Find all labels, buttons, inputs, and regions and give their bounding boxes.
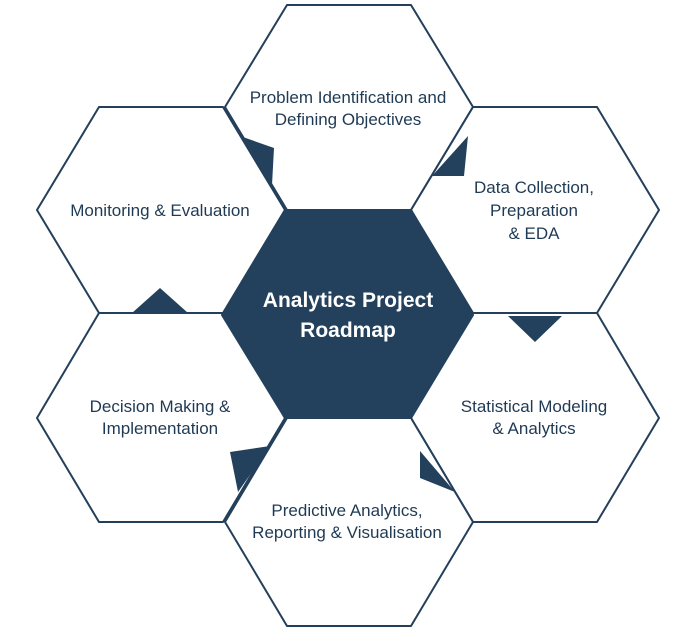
connector-notch-top-right bbox=[432, 136, 468, 176]
step-upper-left-label: Monitoring & Evaluation bbox=[70, 201, 250, 220]
hex-center bbox=[220, 209, 475, 419]
step-upper-right-label-line2: Preparation bbox=[490, 201, 578, 220]
connector-notch-bottom-right bbox=[420, 451, 455, 492]
step-lower-left-label-line1: Decision Making & bbox=[90, 397, 231, 416]
step-top-label-line1: Problem Identification and bbox=[250, 88, 447, 107]
step-lower-right-label-line1: Statistical Modeling bbox=[461, 397, 607, 416]
step-top-label-line2: Defining Objectives bbox=[275, 110, 421, 129]
roadmap-title-line2: Roadmap bbox=[300, 319, 396, 342]
step-bottom-label-line1: Predictive Analytics, bbox=[271, 501, 422, 520]
step-upper-right-label-line3: & EDA bbox=[508, 224, 560, 243]
roadmap-title-line1: Analytics Project bbox=[263, 289, 433, 312]
step-upper-right-label-line1: Data Collection, bbox=[474, 178, 594, 197]
connector-notch-bottom-left bbox=[230, 446, 270, 492]
step-lower-left-label-line2: Implementation bbox=[102, 419, 218, 438]
connector-notch-top-left bbox=[240, 136, 274, 185]
step-lower-right-label-line2: & Analytics bbox=[492, 419, 575, 438]
step-bottom-label-line2: Reporting & Visualisation bbox=[252, 523, 442, 542]
connector-notch-left bbox=[132, 288, 188, 313]
connector-notch-right bbox=[508, 316, 562, 342]
